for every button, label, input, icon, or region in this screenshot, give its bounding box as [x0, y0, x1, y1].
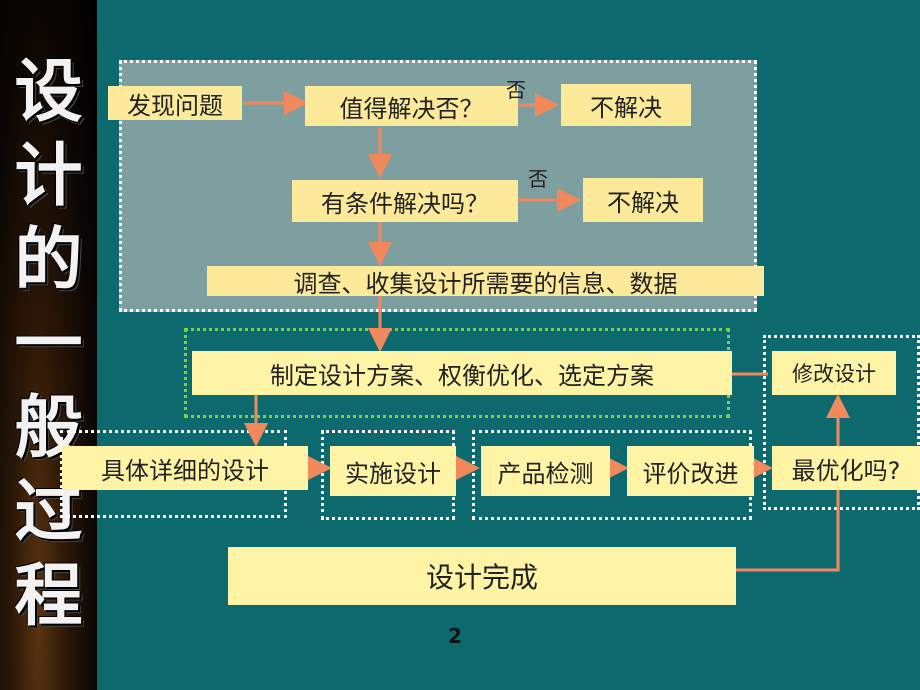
- page-number: 2: [448, 624, 462, 648]
- node-detail: 具体详细的设计: [62, 446, 308, 490]
- node-inspect: 产品检测: [481, 446, 610, 496]
- side-title: 设 计 的 一 般 过 程: [6, 50, 91, 638]
- side-title-char: 计: [14, 136, 83, 216]
- node-evaluate: 评价改进: [627, 446, 754, 496]
- node-no-solve-2: 不解决: [583, 178, 703, 222]
- side-title-char: 的: [14, 220, 83, 300]
- side-title-char: 一: [14, 304, 83, 384]
- node-discover: 发现问题: [108, 86, 242, 120]
- branch-label-no-1: 否: [506, 78, 526, 102]
- node-plan: 制定设计方案、权衡优化、选定方案: [192, 351, 732, 395]
- side-title-char: 程: [14, 556, 83, 636]
- side-banner: 设 计 的 一 般 过 程: [0, 0, 97, 690]
- node-optimal: 最优化吗?: [772, 446, 920, 490]
- side-title-char: 设: [14, 52, 83, 132]
- optimize-group-frame: [763, 335, 920, 510]
- node-modify: 修改设计: [772, 351, 896, 395]
- node-survey: 调查、收集设计所需要的信息、数据: [207, 266, 764, 298]
- node-no-solve-1: 不解决: [561, 84, 691, 126]
- node-condition: 有条件解决吗？: [292, 180, 518, 222]
- node-done: 设计完成: [228, 547, 736, 605]
- branch-label-no-2: 否: [528, 167, 548, 191]
- node-implement: 实施设计: [330, 446, 456, 496]
- node-worth: 值得解决否？: [305, 86, 518, 126]
